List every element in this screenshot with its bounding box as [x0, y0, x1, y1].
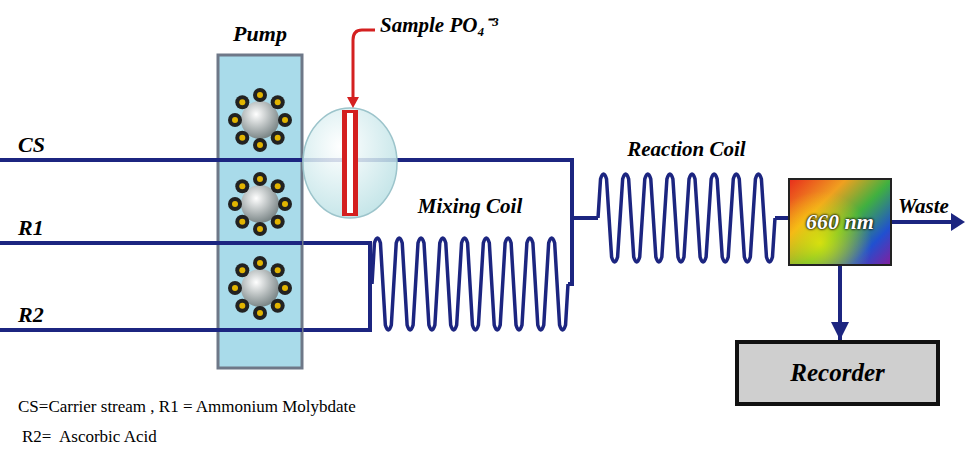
pump-rotor — [228, 172, 292, 236]
sample-label: Sample PO₄⁻³ — [380, 14, 498, 37]
mixing-coil-box: Mixing Coil — [372, 192, 568, 334]
detector-box: 660 nm — [788, 178, 892, 266]
pump-rotor — [228, 88, 292, 152]
waste-tube — [892, 220, 953, 224]
flow-tube — [775, 216, 788, 220]
node-label: Pump — [198, 21, 322, 46]
sample-loop — [342, 110, 358, 216]
legend-note: R2= Ascorbic Acid — [22, 428, 157, 447]
waste-label: Waste — [898, 195, 949, 218]
stream-name: CS — [18, 133, 45, 157]
node-label: Reaction Coil — [598, 137, 775, 161]
reaction-coil — [598, 174, 775, 262]
node-label: Recorder — [790, 359, 884, 388]
mixing-coil — [372, 238, 568, 330]
recorder-box: Recorder — [735, 340, 940, 406]
sample-arrow — [353, 30, 375, 99]
carrier-tube — [0, 158, 302, 162]
flow-tube — [838, 266, 842, 340]
stream-name: R1 — [18, 216, 44, 240]
flow-tube — [302, 243, 372, 330]
waste-arrowhead — [951, 213, 965, 231]
pump-rotor — [228, 256, 292, 320]
reaction-coil-box: Reaction Coil — [598, 135, 775, 267]
sample-loop — [347, 113, 353, 213]
node-label: 660 nm — [806, 209, 874, 234]
pump-housing — [218, 55, 302, 368]
node-label: Mixing Coil — [372, 194, 568, 218]
sample-arrowhead — [347, 97, 359, 108]
reagent-tube — [0, 328, 302, 332]
injection-valve — [303, 108, 397, 218]
stream-name: R2 — [18, 303, 44, 327]
legend-note: CS=Carrier stream , R1 = Ammonium Molybd… — [18, 398, 356, 417]
pump-box: Pump — [218, 55, 302, 368]
flow-tube — [568, 218, 598, 284]
reagent-tube — [0, 241, 302, 245]
